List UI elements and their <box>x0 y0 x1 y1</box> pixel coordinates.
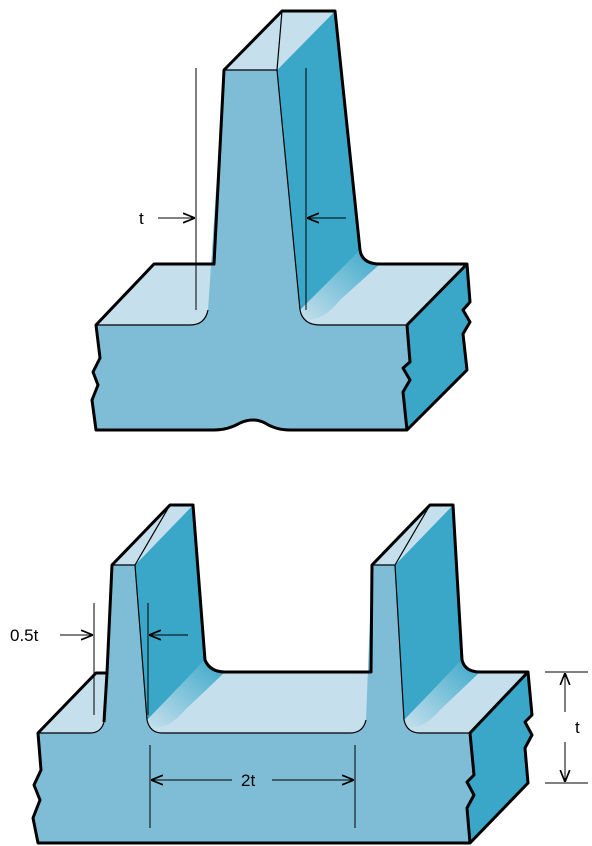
base-front-top-edge-right <box>299 309 407 326</box>
right-rib-front-face <box>350 565 420 733</box>
single-rib-outline <box>90 9 472 432</box>
base-top-right-edge <box>405 262 469 327</box>
base-side-face <box>467 672 532 843</box>
base-front-right-edge <box>401 324 412 431</box>
rib-root-fillet <box>300 250 380 320</box>
rib-front-right-edge <box>276 69 301 311</box>
left-rib-front-face <box>90 565 162 733</box>
double-rib-figure: 0.5t 2t t <box>10 503 588 845</box>
base-front-face <box>92 325 410 430</box>
rib-side-face <box>277 11 360 310</box>
base-front-top-edge <box>96 309 209 326</box>
rib-thickness-label: 0.5t <box>10 626 39 645</box>
base-left-top-edge <box>102 672 109 723</box>
rib-top-back-edge <box>276 10 283 71</box>
left-rib-side-face <box>135 505 205 720</box>
left-rib-inner-edges <box>112 504 171 721</box>
base-right-front-edge <box>465 670 530 844</box>
right-rib-side-face <box>395 505 462 720</box>
left-rib-root-fillet <box>147 660 225 728</box>
rib-spacing-label: 2t <box>241 771 255 790</box>
right-rib-root-fillet <box>404 660 480 728</box>
base-thickness-label: t <box>575 718 580 737</box>
right-rib-inner-edges <box>372 504 431 721</box>
base-top-face <box>38 673 107 733</box>
rib-thickness-label: t <box>139 209 144 228</box>
double-rib-outline <box>31 503 534 845</box>
base-side-face <box>403 264 470 430</box>
base-front-face <box>33 733 474 843</box>
rib-front-face <box>190 70 320 325</box>
base-top-face-left <box>96 264 214 325</box>
single-rib-figure: t <box>90 9 472 432</box>
base-front-top-edges <box>38 719 470 734</box>
